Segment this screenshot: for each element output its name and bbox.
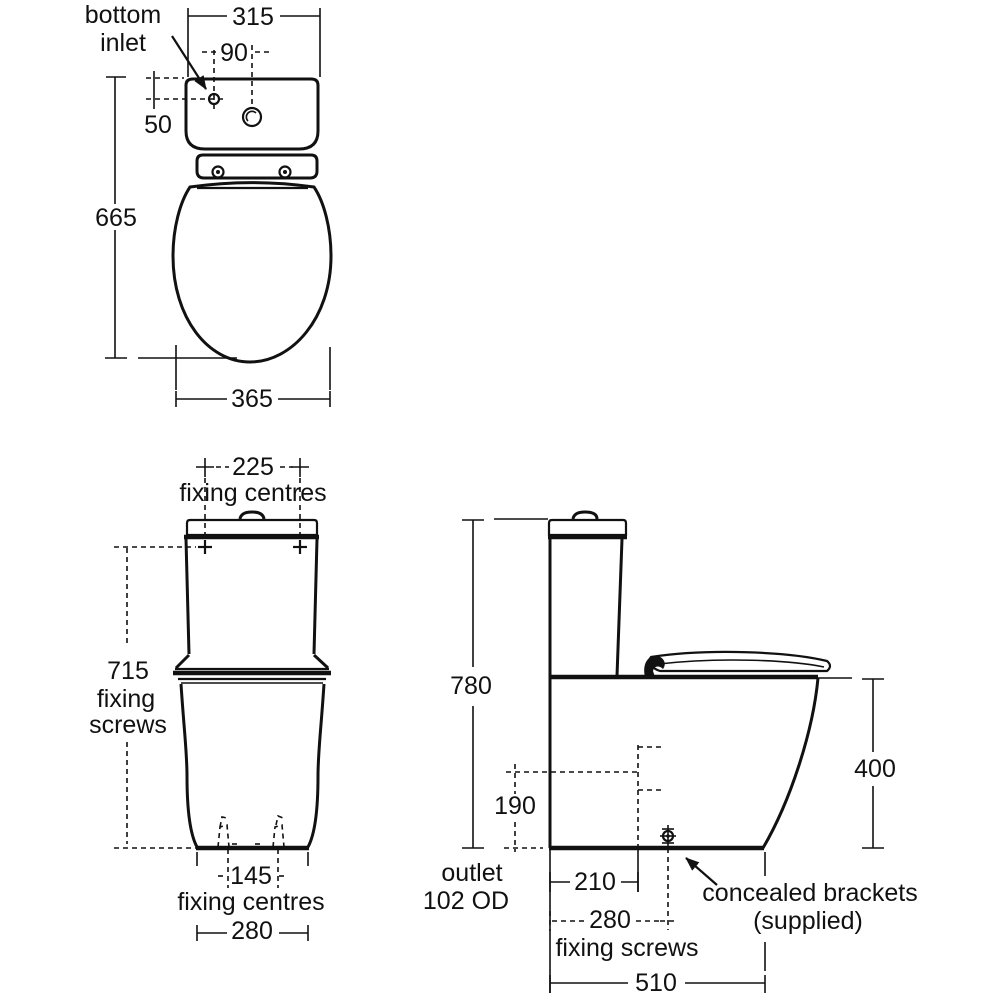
bowl-back-curve-side: [761, 677, 820, 849]
bottom-inlet-line2: inlet: [100, 29, 146, 57]
dim-210-text: 210: [574, 868, 616, 896]
seat-plan-outline: [171, 181, 333, 364]
cistern-plan-outline: [184, 77, 320, 151]
hinge-bolt-right-dot: [283, 170, 287, 174]
pan-side-right-front: [306, 683, 326, 848]
seat-side: [644, 650, 832, 677]
dim-90: 90: [202, 39, 269, 112]
dim-400-text: 400: [854, 755, 896, 783]
bottom-inlet-line1: bottom: [85, 1, 161, 29]
dim-280-side: 280 fixing screws: [549, 906, 699, 962]
brackets-note-line1: concealed brackets: [702, 879, 917, 907]
dim-780: 780: [450, 518, 548, 849]
flush-button-outer: [241, 106, 263, 128]
flush-button-side: [571, 510, 599, 520]
dim-90-text: 90: [220, 39, 248, 67]
dim-190-text: 190: [494, 792, 536, 820]
hinge-bolt-left: [211, 165, 225, 179]
hinge-bolt-right: [278, 165, 292, 179]
label-fixing-line2: screws: [89, 711, 167, 739]
cistern-side-left-front: [184, 538, 191, 655]
dim-145-text: 145: [230, 862, 272, 890]
dim-715-text: 715: [107, 657, 149, 685]
cistern-side-right-front: [312, 538, 319, 655]
bottom-inlet-note: bottom inlet: [85, 1, 207, 90]
hinge-bolt-left-dot: [216, 170, 220, 174]
cistern-lid-side: [547, 518, 628, 537]
label-fixing-centres-bottom: fixing centres: [177, 888, 324, 916]
dim-280-side-text: 280: [589, 906, 631, 934]
outlet-note: outlet 102 OD: [423, 859, 509, 915]
top-view: 315 90 50 bottom inlet: [85, 1, 333, 413]
dim-280-front-text: 280: [231, 917, 273, 945]
dim-210: 210: [549, 849, 639, 993]
label-fixing-centres-top: fixing centres: [179, 479, 326, 507]
dim-225: 225 fixing centres: [179, 453, 327, 541]
brackets-note: concealed brackets (supplied): [685, 857, 918, 935]
dim-280-front: 280: [196, 917, 309, 945]
brackets-arrow: [685, 857, 718, 886]
seat-hinge-side: [644, 655, 665, 677]
dim-50: 50: [144, 71, 227, 139]
side-view: 780 400 190: [423, 510, 918, 997]
outlet-note-line1: outlet: [441, 859, 502, 887]
dim-145: 145 fixing centres: [177, 849, 325, 916]
dim-665: 665: [95, 76, 237, 359]
dim-365: 365: [175, 345, 331, 413]
flush-button-inner: [245, 110, 257, 122]
dim-510: 510: [549, 852, 766, 997]
cistern-back-edge-side: [615, 538, 624, 677]
label-fixing-screws-side: fixing screws: [555, 934, 698, 962]
dim-780-text: 780: [450, 672, 492, 700]
dim-715: 715 fixing screws: [89, 546, 196, 849]
hinge-plate-plan: [195, 153, 319, 180]
brackets-note-line2: (supplied): [753, 907, 863, 935]
bottom-inlet-arrow: [171, 35, 207, 90]
outlet-hidden-lines: [637, 745, 662, 846]
side-fixing-screw: [660, 825, 676, 930]
front-view: 225 fixing centres 715 fixing screws: [89, 453, 331, 945]
dim-510-text: 510: [635, 969, 677, 997]
flush-button-front: [238, 510, 266, 520]
cistern-fixing-holes: [198, 540, 307, 554]
dim-315: 315: [187, 3, 321, 77]
outlet-note-line2: 102 OD: [423, 887, 509, 915]
dim-665-text: 665: [95, 204, 137, 232]
pan-side-left-front: [179, 683, 199, 848]
dim-315-text: 315: [232, 3, 274, 31]
dim-190: 190: [494, 764, 637, 852]
base-fixing-screws-hidden: [217, 814, 285, 848]
label-fixing-line1: fixing: [97, 685, 155, 713]
dim-50-text: 50: [144, 111, 172, 139]
cistern-lid-front: [185, 518, 319, 537]
dim-365-text: 365: [231, 385, 273, 413]
dim-225-text: 225: [232, 453, 274, 481]
dim-400: 400: [806, 677, 896, 849]
seat-front: [173, 653, 331, 684]
